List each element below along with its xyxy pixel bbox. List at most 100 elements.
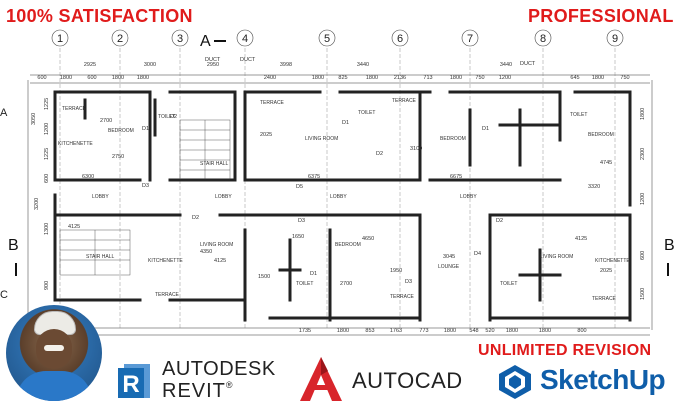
dim-right: 1200	[640, 193, 646, 205]
room-label: STAIR HALL	[86, 254, 114, 260]
room-dim: 2025	[600, 268, 612, 274]
dim-top2: 2400	[264, 75, 276, 81]
dim-top2: 1800	[60, 75, 72, 81]
room-dim: 4125	[575, 236, 587, 242]
door-tag: D2	[376, 151, 383, 157]
floor-plan-drawing: 1 2 3 4 5 6 7 8 9 A A B B C DUCT DUCT DU…	[0, 29, 675, 336]
room-label: BEDROOM	[335, 242, 361, 248]
room-label: LIVING ROOM	[540, 254, 573, 260]
dim-right: 600	[640, 251, 646, 260]
dim-left: 3200	[34, 198, 40, 210]
section-marker-a: A	[200, 33, 211, 50]
door-tag: D1	[342, 120, 349, 126]
dim-right: 1800	[640, 108, 646, 120]
section-marker-a-left: A	[0, 107, 8, 119]
dim-bottom: 773	[419, 328, 428, 334]
grid-label-1: 1	[57, 33, 63, 45]
section-marker-c-left: C	[0, 289, 8, 301]
room-dim: 2750	[112, 154, 124, 160]
room-label: TERRACE	[392, 98, 417, 104]
door-tag: D1	[310, 271, 317, 277]
dim-bottom: 520	[485, 328, 494, 334]
dim-top: 2925	[84, 62, 96, 68]
room-label: TOILET	[570, 112, 587, 118]
dim-left: 3050	[31, 113, 37, 125]
room-label: KITCHENETTE	[595, 258, 630, 264]
dim-left: 1225	[44, 98, 50, 110]
room-dim: 1950	[390, 268, 402, 274]
section-marker-b-left: B	[8, 237, 19, 254]
door-tag: D3	[405, 279, 412, 285]
room-dim: 2700	[100, 118, 112, 124]
door-tag: D1	[482, 126, 489, 132]
grid-label-8: 8	[540, 33, 546, 45]
grid-label-2: 2	[117, 33, 123, 45]
room-dim: 3320	[588, 184, 600, 190]
revit-logo-icon: R	[114, 360, 156, 402]
dim-top2: 750	[620, 75, 629, 81]
section-marker-b-right: B	[664, 237, 675, 254]
dim-top2: 600	[87, 75, 96, 81]
dim-right: 2300	[640, 148, 646, 160]
dim-top2: 1800	[592, 75, 604, 81]
headline-unlimited-revision: UNLIMITED REVISION	[478, 342, 652, 359]
dim-left: 600	[44, 174, 50, 183]
room-label: LOBBY	[330, 194, 347, 200]
dim-top2: 600	[37, 75, 46, 81]
room-label: BEDROOM	[108, 128, 134, 134]
dim-bottom: 1800	[539, 328, 551, 334]
dim-top: 3440	[500, 62, 512, 68]
dim-bottom: 1735	[299, 328, 311, 334]
autocad-label: AUTOCAD	[352, 368, 463, 393]
dim-top: 2950	[207, 62, 219, 68]
dim-top: 3000	[144, 62, 156, 68]
room-dim: 6375	[308, 174, 320, 180]
revit-text: REVIT	[162, 380, 226, 402]
room-dim: 2700	[340, 281, 352, 287]
dim-top: 3998	[280, 62, 292, 68]
grid-label-7: 7	[467, 33, 473, 45]
room-label: TOILET	[358, 110, 375, 116]
room-label: LIVING ROOM	[305, 136, 338, 142]
dim-top2: 713	[423, 75, 432, 81]
room-dim: 6675	[450, 174, 462, 180]
dim-bottom: 853	[365, 328, 374, 334]
room-label: LOBBY	[92, 194, 109, 200]
dim-right: 1500	[640, 288, 646, 300]
room-dim: 1650	[292, 234, 304, 240]
dim-bottom: 1800	[337, 328, 349, 334]
dim-top2: 1800	[312, 75, 324, 81]
room-dim: 1500	[258, 274, 270, 280]
room-label: KITCHENETTE	[58, 141, 93, 147]
room-label: LIVING ROOM	[200, 242, 233, 248]
door-tag: D3	[298, 218, 305, 224]
grid-label-3: 3	[177, 33, 183, 45]
room-dim: 4125	[68, 224, 80, 230]
room-label: TERRACE	[62, 106, 87, 112]
room-label: LOBBY	[215, 194, 232, 200]
dim-left: 1225	[44, 148, 50, 160]
headline-professional: PROFESSIONAL	[528, 6, 674, 26]
door-tag: D2	[170, 114, 177, 120]
dim-top: 3440	[357, 62, 369, 68]
door-tag: D4	[474, 251, 481, 257]
room-label: TOILET	[500, 281, 517, 287]
room-dim: 2025	[260, 132, 272, 138]
dim-top2: 645	[570, 75, 579, 81]
dim-top2: 1800	[450, 75, 462, 81]
dim-top2: 750	[475, 75, 484, 81]
dim-left: 1300	[44, 223, 50, 235]
dim-bottom: 800	[577, 328, 586, 334]
dim-top2: 2136	[394, 75, 406, 81]
room-label: TERRACE	[390, 294, 415, 300]
dim-top2: 1800	[366, 75, 378, 81]
room-dim: 3045	[443, 254, 455, 260]
room-dim: 4125	[214, 258, 226, 264]
dim-left: 900	[44, 281, 50, 290]
grid-label-6: 6	[397, 33, 403, 45]
dim-top2: 1800	[112, 75, 124, 81]
dim-bottom: 1763	[390, 328, 402, 334]
grid-label-4: 4	[242, 33, 248, 45]
dim-top2: 1200	[499, 75, 511, 81]
room-label: TOILET	[158, 114, 175, 120]
